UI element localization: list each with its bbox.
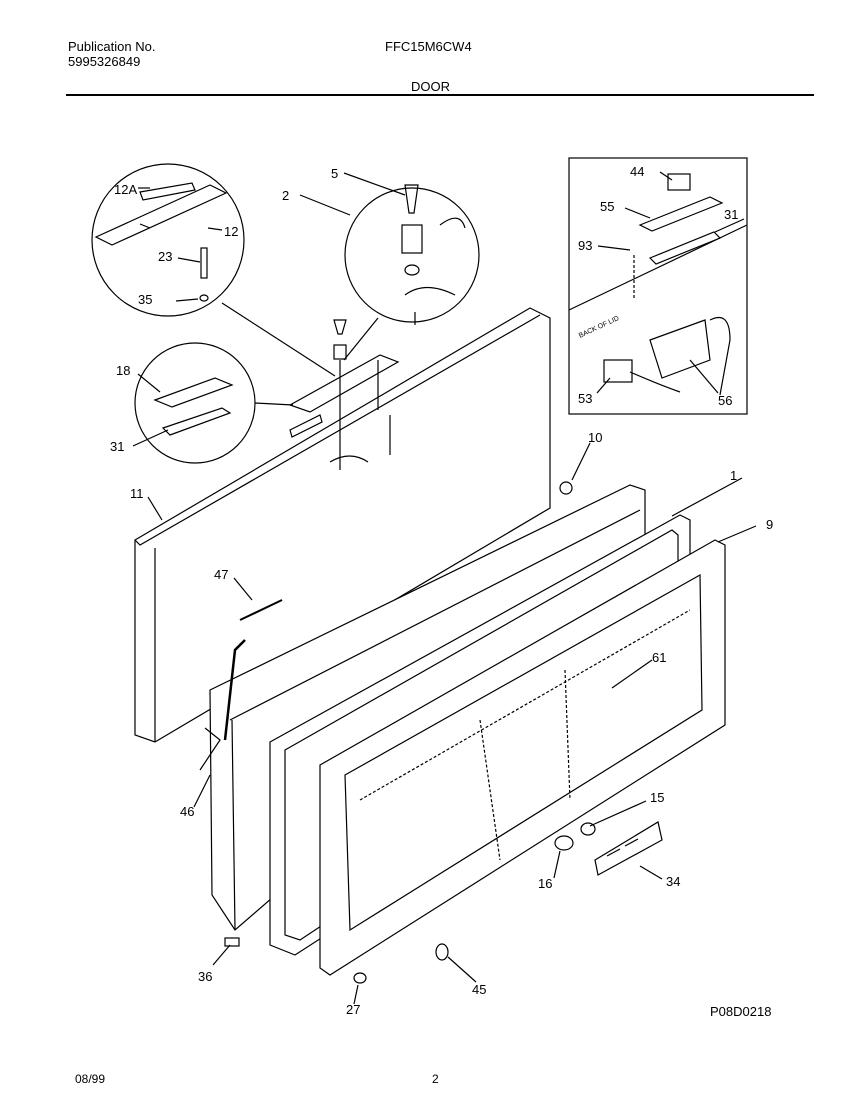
callout-label: 15: [650, 790, 664, 805]
hinge-cover-pieces: [289, 414, 323, 438]
page-number: 2: [432, 1072, 439, 1086]
callout-leaders: [132, 171, 757, 1005]
footer-date: 08/99: [75, 1072, 106, 1086]
control-plate: [594, 821, 663, 876]
callout-label: 10: [588, 430, 602, 445]
callout-label: 31: [724, 207, 738, 222]
publication-number: 5995326849: [68, 54, 141, 69]
lid-panel: [134, 307, 551, 743]
callout-label: 23: [158, 249, 172, 264]
callout-label: 45: [472, 982, 486, 997]
callout-label: 93: [578, 238, 592, 253]
callout-label: 9: [766, 517, 773, 532]
callout-label: 2: [282, 188, 289, 203]
callout-label: 12: [224, 224, 238, 239]
callout-label: 56: [718, 393, 732, 408]
callout-label: 35: [138, 292, 152, 307]
detail-circle-12: [91, 163, 245, 317]
callout-label: 1: [730, 468, 737, 483]
callout-label: 18: [116, 363, 130, 378]
small-parts: [199, 481, 596, 984]
detail-circle-18: [134, 342, 256, 464]
back-of-lid-inset: [568, 157, 748, 415]
callout-label: 55: [600, 199, 614, 214]
callout-label: 44: [630, 164, 644, 179]
figure-code: P08D0218: [710, 1004, 771, 1019]
detail-circle-2: [344, 184, 480, 325]
publication-label: Publication No.: [68, 39, 156, 54]
callout-label: 47: [214, 567, 228, 582]
header-rule: [66, 94, 814, 96]
callout-label: 34: [666, 874, 680, 889]
callout-label: 53: [578, 391, 592, 406]
model-number: FFC15M6CW4: [385, 39, 472, 54]
callout-label: 27: [346, 1002, 360, 1017]
hinge-assembly: [288, 319, 400, 470]
callout-label: 11: [130, 486, 144, 501]
detail-leaders: [221, 302, 379, 406]
callout-label: 12A: [114, 182, 137, 197]
callout-label: 5: [331, 166, 338, 181]
callout-labels: 1 2 5 9 10 11 12 12A 15 16 18 23 27 31 3…: [110, 164, 773, 1019]
callout-label: 36: [198, 969, 212, 984]
callout-label: 31: [110, 439, 124, 454]
callout-label: 61: [652, 650, 666, 665]
diagram-drawing: [91, 157, 757, 1005]
callout-label: 16: [538, 876, 552, 891]
callout-label: 46: [180, 804, 194, 819]
inner-door-panel: [319, 539, 726, 976]
section-title: DOOR: [411, 79, 450, 94]
